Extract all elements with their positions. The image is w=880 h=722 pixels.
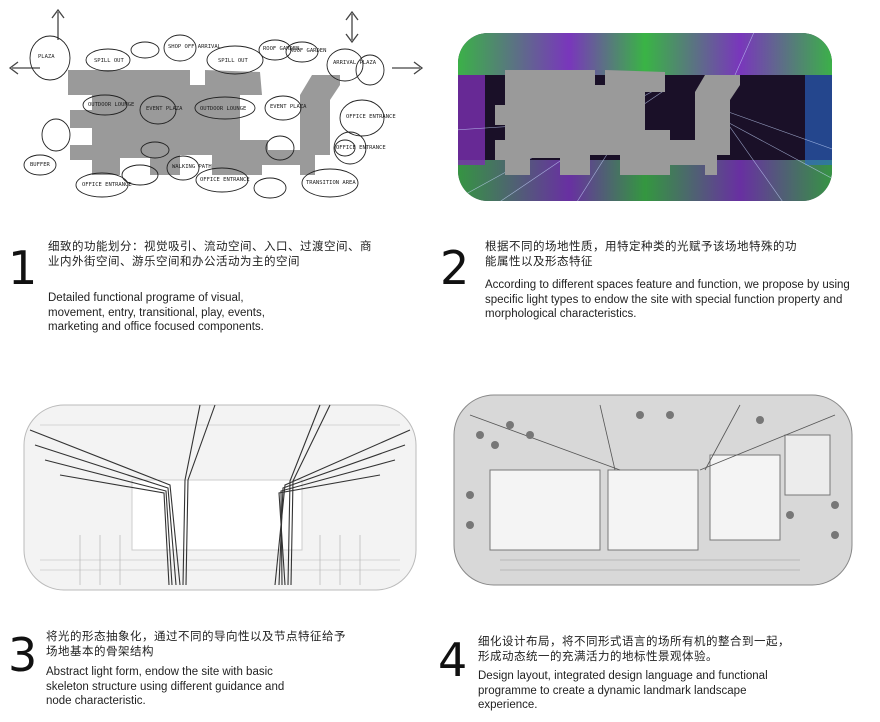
svg-text:SPILL OUT: SPILL OUT [218,58,248,64]
svg-text:ARRIVAL PLAZA: ARRIVAL PLAZA [333,60,377,66]
step-4-english-text: Design layout, integrated design languag… [478,670,768,711]
svg-text:SHOP OFF ARRIVAL: SHOP OFF ARRIVAL [168,44,222,50]
svg-text:TRANSITION AREA: TRANSITION AREA [306,180,356,186]
step-2-chinese-text: 根据不同的场地性质，用特定种类的光赋予该场地特殊的功能属性以及形态特征 [485,241,797,268]
step-2-english-text: According to different spaces feature an… [485,279,850,320]
direction-arrows [8,8,424,75]
panel-1-sketch: PLAZA SPILL OUT SPILL OUT SHOP OFF ARRIV… [0,0,430,215]
aurora-light-render [458,33,832,201]
step-number-2: 2 [440,241,470,295]
building-footprint [495,70,740,175]
step-number-4: 4 [438,633,468,687]
svg-text:EVENT PLAZA: EVENT PLAZA [270,104,307,110]
step-number-3: 3 [8,628,38,682]
svg-text:WALKING PATH: WALKING PATH [172,164,212,170]
svg-text:OUTDOOR LOUNGE: OUTDOOR LOUNGE [88,102,134,108]
sketch-labels: PLAZA SPILL OUT SPILL OUT SHOP OFF ARRIV… [30,44,396,188]
tree-dots [466,411,839,539]
step-1-english-text: Detailed functional programe of visual, … [48,292,265,333]
step-3-chinese-text: 将光的形态抽象化，通过不同的导向性以及节点特征给予场地基本的骨架结构 [46,631,346,658]
svg-text:SPILL OUT: SPILL OUT [94,58,124,64]
landscape-master-plan [453,394,853,586]
light-skeleton-lines [29,404,411,586]
svg-text:EVENT PLAZA: EVENT PLAZA [146,106,183,112]
skeleton-line-diagram [23,404,417,591]
svg-text:OFFICE ENTRANCE: OFFICE ENTRANCE [82,182,132,188]
panel-2-light-render [455,30,835,205]
svg-text:ROOF GARDEN: ROOF GARDEN [290,48,326,54]
step-3-english-text: Abstract light form, endow the site with… [46,666,285,707]
step-4-chinese-text: 细化设计布局，将不同形式语言的场所有机的整合到一起，形成动态统一的充满活力的地标… [478,636,790,663]
functional-sketch-diagram: PLAZA SPILL OUT SPILL OUT SHOP OFF ARRIV… [8,8,424,199]
sketch-bubbles [23,34,385,199]
step-number-1: 1 [8,241,38,295]
step-1-chinese-text: 细致的功能划分：视觉吸引、流动空间、入口、过渡空间、商业内外街空间、游乐空间和办… [48,241,372,268]
svg-text:BUFFER: BUFFER [30,162,51,168]
svg-text:PLAZA: PLAZA [38,54,55,60]
svg-text:ROOF GARDEN: ROOF GARDEN [263,46,299,52]
svg-text:OFFICE ENTRANCE: OFFICE ENTRANCE [346,114,396,120]
svg-text:OFFICE ENTRANCE: OFFICE ENTRANCE [336,145,386,151]
svg-text:OFFICE ENTRANCE: OFFICE ENTRANCE [200,177,250,183]
building-footprint [68,70,340,175]
panel-3-skeleton-plan [20,385,420,600]
svg-text:OUTDOOR LOUNGE: OUTDOOR LOUNGE [200,106,246,112]
panel-4-detailed-plan [440,375,865,595]
